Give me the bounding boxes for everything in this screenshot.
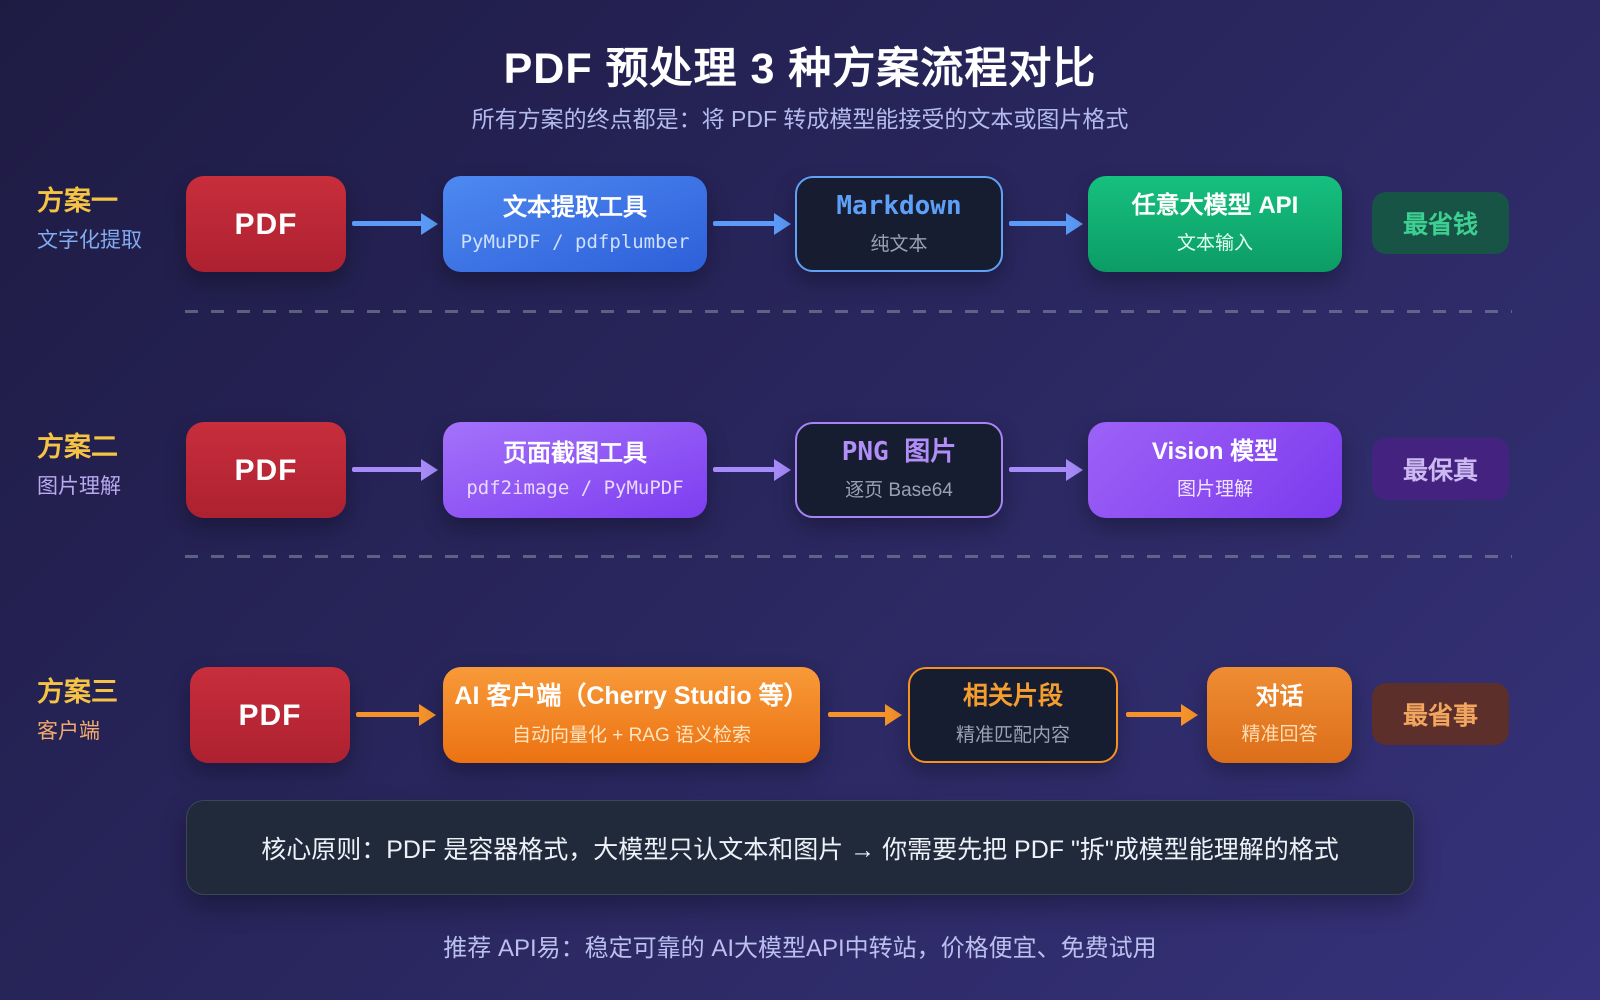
row-label: 方案一 文字化提取 xyxy=(37,186,142,254)
intermediate-node: PNG 图片 逐页 Base64 xyxy=(795,422,1003,518)
flow-arrow xyxy=(1009,221,1067,226)
node-subtitle: 自动向量化 + RAG 语义检索 xyxy=(511,724,752,746)
node-title: 对话 xyxy=(1255,682,1304,710)
row-separator xyxy=(185,555,1512,558)
node-subtitle: 文本输入 xyxy=(1176,233,1253,255)
pdf-source-node: PDF xyxy=(190,667,350,763)
node-title: 任意大模型 API xyxy=(1131,191,1299,219)
plan-subtitle: 文字化提取 xyxy=(37,229,142,253)
principle-note-box: 核心原则：PDF 是容器格式，大模型只认文本和图片 → 你需要先把 PDF "拆… xyxy=(186,800,1414,895)
plan-name: 方案一 xyxy=(37,186,118,216)
plan-subtitle: 图片理解 xyxy=(37,475,121,499)
highlight-badge: 最省事 xyxy=(1372,683,1509,745)
model-node: 对话 精准回答 xyxy=(1207,667,1352,763)
footer-recommendation: 推荐 API易：稳定可靠的 AI大模型API中转站，价格便宜、免费试用 xyxy=(443,935,1157,962)
flow-arrow xyxy=(713,467,775,472)
pdf-source-node: PDF xyxy=(186,422,346,518)
principle-note-text: 核心原则：PDF 是容器格式，大模型只认文本和图片 → 你需要先把 PDF "拆… xyxy=(261,835,1339,864)
node-title: PNG 图片 xyxy=(841,436,957,467)
flow-arrow xyxy=(1009,467,1067,472)
node-subtitle: 纯文本 xyxy=(870,234,928,256)
page-title: PDF 预处理 3 种方案流程对比 xyxy=(503,45,1097,93)
plan-subtitle: 客户端 xyxy=(37,720,100,744)
node-title: Vision 模型 xyxy=(1151,437,1279,465)
node-title: PDF xyxy=(234,207,298,241)
flow-arrow xyxy=(713,221,775,226)
flow-arrow xyxy=(352,221,422,226)
node-subtitle: PyMuPDF / pdfplumber xyxy=(460,230,690,253)
node-title: AI 客户端（Cherry Studio 等） xyxy=(454,682,809,711)
node-title: 文本提取工具 xyxy=(503,194,647,222)
node-subtitle: 逐页 Base64 xyxy=(845,480,953,502)
flow-arrow xyxy=(828,712,886,717)
plan-name: 方案三 xyxy=(37,677,118,707)
intermediate-node: Markdown 纯文本 xyxy=(795,176,1003,272)
node-subtitle: 精准匹配内容 xyxy=(955,724,1070,746)
tool-node: 文本提取工具 PyMuPDF / pdfplumber xyxy=(443,176,707,272)
row-label: 方案三 客户端 xyxy=(37,677,118,745)
node-subtitle: pdf2image / PyMuPDF xyxy=(466,476,684,499)
plan-name: 方案二 xyxy=(37,432,118,462)
row-label: 方案二 图片理解 xyxy=(37,432,121,500)
tool-node: 页面截图工具 pdf2image / PyMuPDF xyxy=(443,422,707,518)
model-node: Vision 模型 图片理解 xyxy=(1088,422,1342,518)
node-subtitle: 精准回答 xyxy=(1241,724,1318,746)
highlight-badge: 最保真 xyxy=(1372,438,1509,500)
flow-arrow xyxy=(356,712,420,717)
node-title: PDF xyxy=(234,453,298,487)
page-subtitle: 所有方案的终点都是：将 PDF 转成模型能接受的文本或图片格式 xyxy=(471,106,1129,132)
node-title: 页面截图工具 xyxy=(503,440,647,468)
flow-arrow xyxy=(352,467,422,472)
intermediate-node: 相关片段 精准匹配内容 xyxy=(908,667,1118,763)
node-subtitle: 图片理解 xyxy=(1176,479,1253,501)
model-node: 任意大模型 API 文本输入 xyxy=(1088,176,1342,272)
node-title: 相关片段 xyxy=(962,682,1063,711)
node-title: PDF xyxy=(238,698,302,732)
tool-node: AI 客户端（Cherry Studio 等） 自动向量化 + RAG 语义检索 xyxy=(443,667,820,763)
flow-arrow xyxy=(1126,712,1182,717)
pdf-source-node: PDF xyxy=(186,176,346,272)
row-separator xyxy=(185,310,1512,313)
node-title: Markdown xyxy=(836,190,962,221)
highlight-badge: 最省钱 xyxy=(1372,192,1509,254)
